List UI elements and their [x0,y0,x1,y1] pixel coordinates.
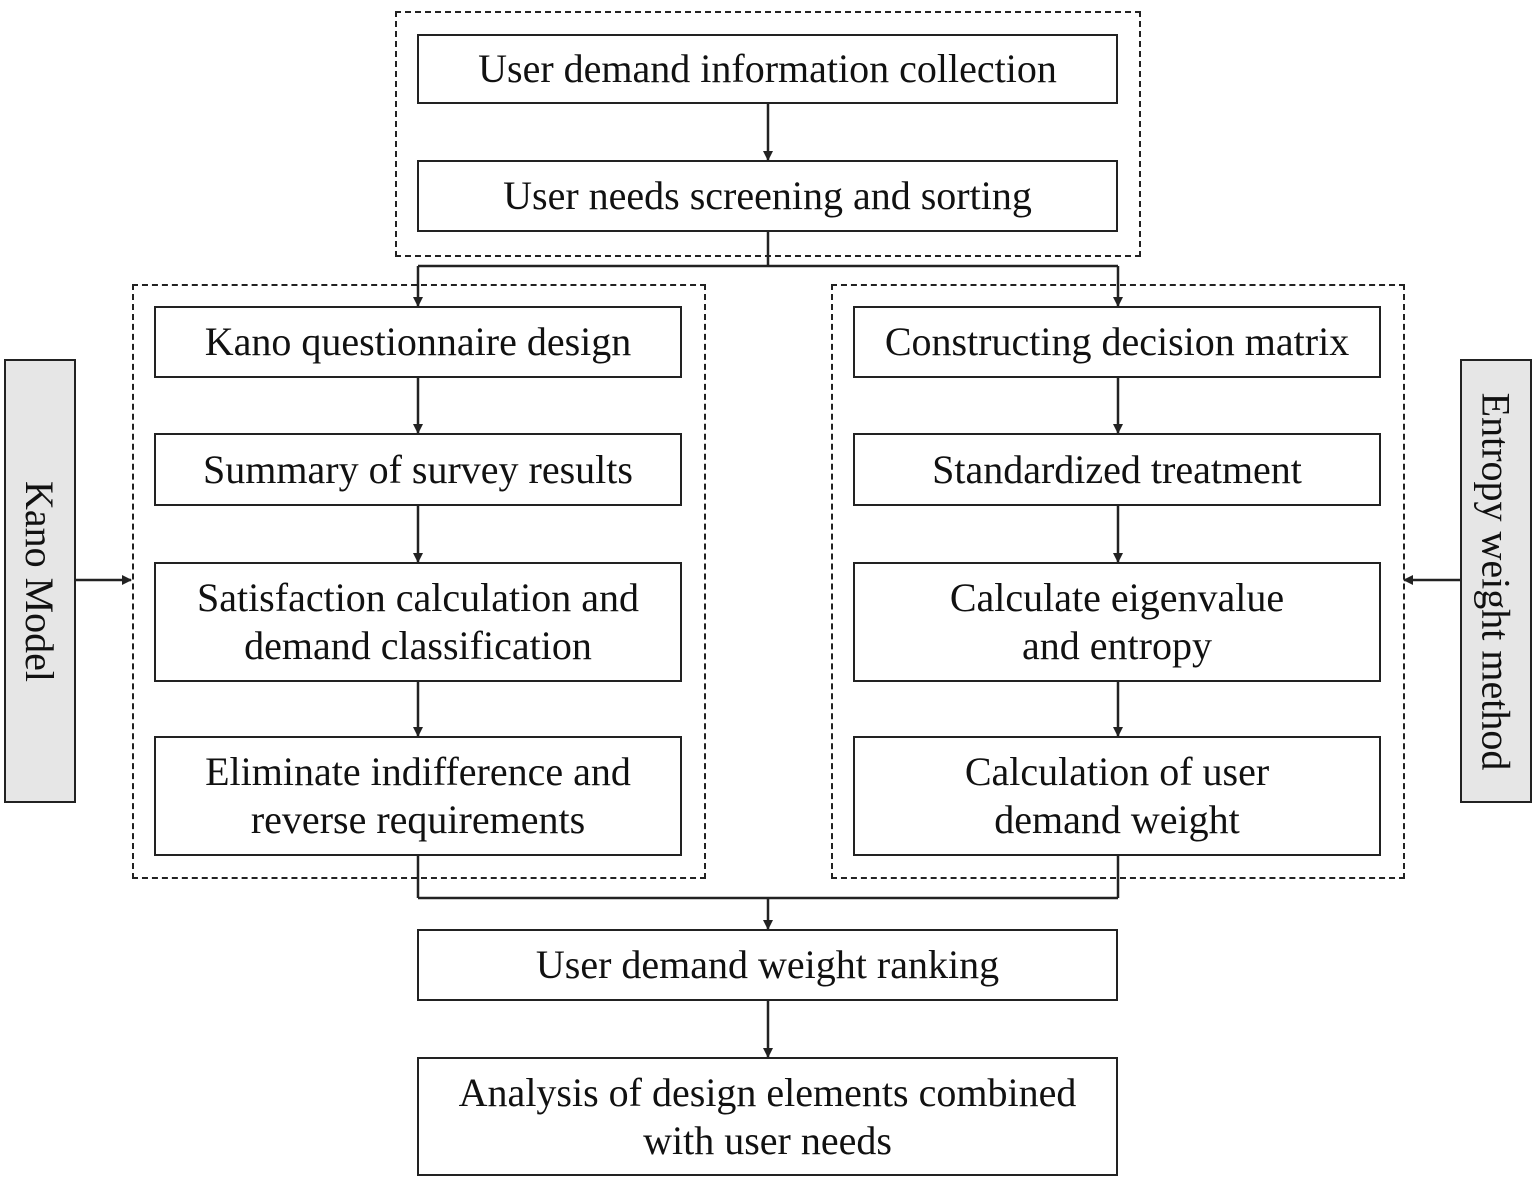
step-eigenvalue-entropy: Calculate eigenvalue and entropy [853,562,1381,682]
step-satisfaction-classification: Satisfaction calculation and demand clas… [154,562,682,682]
step-needs-screening: User needs screening and sorting [417,160,1118,232]
step-survey-summary: Summary of survey results [154,433,682,506]
step-kano-questionnaire: Kano questionnaire design [154,306,682,378]
step-decision-matrix: Constructing decision matrix [853,306,1381,378]
step-information-collection: User demand information collection [417,34,1118,104]
kano-model-label: Kano Model [4,359,76,803]
step-demand-weight: Calculation of user demand weight [853,736,1381,856]
step-standardized-treatment: Standardized treatment [853,433,1381,506]
step-weight-ranking: User demand weight ranking [417,929,1118,1001]
entropy-weight-method-label: Entropy weight method [1460,359,1532,803]
step-design-analysis: Analysis of design elements combined wit… [417,1057,1118,1176]
step-eliminate-requirements: Eliminate indifference and reverse requi… [154,736,682,856]
